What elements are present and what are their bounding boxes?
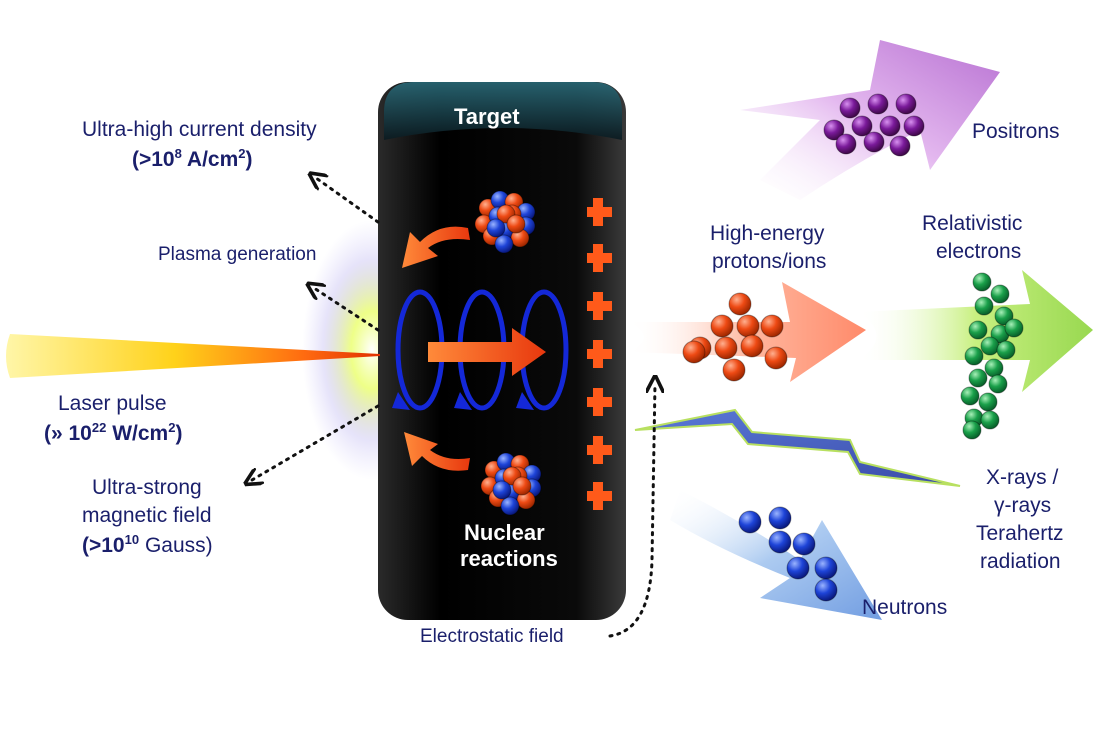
electron-particle (984, 358, 1004, 378)
positron-particle (895, 93, 917, 115)
proton-particle (682, 340, 706, 364)
electrons-label-line1: Relativistic (922, 212, 1023, 235)
plasma-generation-label: Plasma generation (158, 244, 317, 265)
laser-beam (6, 334, 380, 378)
positron-particle (823, 119, 845, 141)
positron-particle (839, 97, 861, 119)
nucleon (492, 480, 512, 500)
magnetic-field-value: (>1010 Gauss) (82, 532, 213, 557)
nucleon (494, 234, 514, 254)
curved-arrow-bottom (404, 432, 470, 471)
neutron-particle (792, 532, 816, 556)
positron-particle (851, 115, 873, 137)
electron-particle (978, 392, 998, 412)
plus-sign (587, 340, 612, 368)
positron-particle (903, 115, 925, 137)
xrays-label-line2: γ-rays (994, 494, 1052, 517)
nuclear-reactions-line1: Nuclear (464, 520, 545, 545)
electron-particle (988, 374, 1008, 394)
electron-particle (996, 340, 1016, 360)
electron-particle (994, 306, 1014, 326)
positron-particle (879, 115, 901, 137)
nucleus-bottom (480, 452, 542, 516)
neutron-particle (786, 556, 810, 580)
current-density-label: Ultra-high current density (82, 118, 317, 141)
positrons-label: Positrons (972, 120, 1060, 143)
plus-sign (587, 388, 612, 416)
neutron-particle (814, 578, 838, 602)
loop-arrowheads (392, 392, 534, 410)
positron-particle (889, 135, 911, 157)
neutron-particle (768, 506, 792, 530)
xrays-label-line4: radiation (980, 550, 1061, 573)
nucleon (512, 476, 532, 496)
electron-particle (980, 410, 1000, 430)
electron-particle (964, 346, 984, 366)
xrays-label-line3: Terahertz (976, 522, 1064, 545)
nuclear-reactions-line2: reactions (460, 546, 558, 571)
laser-pulse-label: Laser pulse (58, 392, 167, 415)
laser-pulse-value: (» 1022 W/cm2) (44, 420, 183, 445)
proton-particle (722, 358, 746, 382)
plus-sign (587, 292, 612, 320)
nucleon (500, 496, 520, 516)
proton-particle (740, 334, 764, 358)
electrons-label-line2: electrons (936, 240, 1022, 263)
electron-particle (972, 272, 992, 292)
nucleon (506, 214, 526, 234)
electron-particle (974, 296, 994, 316)
proton-particle (714, 336, 738, 360)
magnetic-field-line2: magnetic field (82, 504, 212, 527)
electron-particle (1004, 318, 1024, 338)
plus-signs (587, 198, 612, 510)
central-arrow (428, 328, 546, 376)
protons-label-line2: protons/ions (712, 250, 827, 273)
electron-particle (990, 284, 1010, 304)
positron-particle (867, 93, 889, 115)
proton-particle (728, 292, 752, 316)
neutron-particle (768, 530, 792, 554)
plus-sign (587, 482, 612, 510)
neutron-particle (814, 556, 838, 580)
proton-particle (710, 314, 734, 338)
nucleus-top (474, 190, 536, 254)
neutrons-label: Neutrons (862, 596, 948, 619)
proton-particle (760, 314, 784, 338)
protons-label-line1: High-energy (710, 222, 825, 245)
electrostatic-field-label: Electrostatic field (420, 626, 564, 647)
plus-sign (587, 198, 612, 226)
dotted-leaders (252, 178, 655, 638)
nucleon (486, 218, 506, 238)
current-density-value: (>108 A/cm2) (132, 146, 253, 171)
electron-particle (980, 336, 1000, 356)
electron-particle (968, 368, 988, 388)
target-label: Target (454, 104, 520, 129)
neutron-particle (738, 510, 762, 534)
plus-sign (587, 436, 612, 464)
magnetic-field-line1: Ultra-strong (92, 476, 202, 499)
electron-particle (968, 320, 988, 340)
xray-bolt (634, 408, 961, 487)
proton-particle (736, 314, 760, 338)
positron-particle (835, 133, 857, 155)
proton-particle (764, 346, 788, 370)
electron-particle (960, 386, 980, 406)
plus-sign (587, 244, 612, 272)
curved-arrow-top (402, 226, 470, 268)
xrays-label-line1: X-rays / (986, 466, 1059, 489)
electron-particle (962, 420, 982, 440)
positron-particle (863, 131, 885, 153)
